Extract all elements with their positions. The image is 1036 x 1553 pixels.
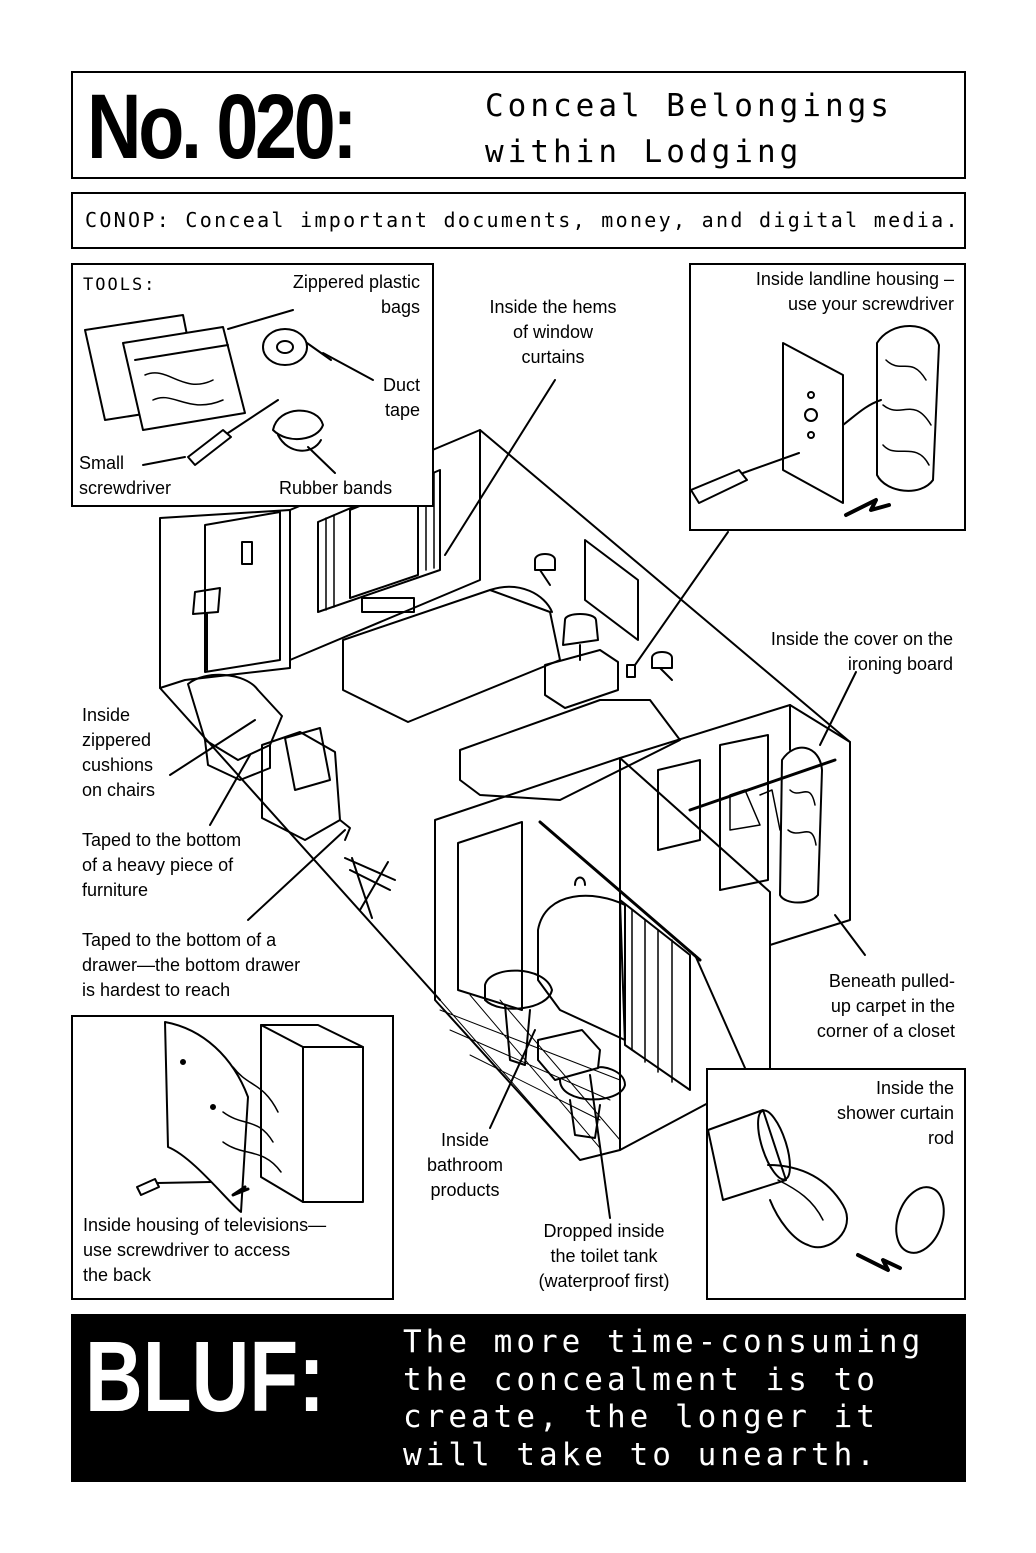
- closet-rod-icon: [688, 758, 837, 812]
- landline-label: Inside landline housing – use your screw…: [755, 269, 954, 314]
- television-panel: Inside housing of televisions— use screw…: [71, 1015, 394, 1300]
- leader-drawer: [247, 829, 346, 921]
- phone-jack-icon: [626, 664, 636, 678]
- bluf-label: BLUF:: [85, 1321, 325, 1433]
- leader-ironing-board: [819, 671, 857, 746]
- title-number: No. 020:: [87, 76, 358, 178]
- screwdriver-icon: [136, 1178, 160, 1196]
- leader-shower-rod: [694, 954, 746, 1069]
- rod-end-cap-icon: [895, 1186, 945, 1254]
- landline-panel: Inside landline housing – use your screw…: [689, 263, 966, 531]
- sink-icon: [484, 969, 553, 1066]
- bag-icon: [767, 1164, 849, 1249]
- ac-unit-icon: [361, 597, 415, 613]
- tools-heading: TOOLS:: [83, 275, 157, 295]
- nightstand-icon: [544, 649, 619, 709]
- shower-curtain-icon: [619, 899, 691, 1091]
- leader-toilet-tank: [589, 1074, 611, 1219]
- closet-shelf-icon: [657, 759, 701, 851]
- sconce-icon: [534, 553, 556, 586]
- wall-picture-icon: [584, 539, 639, 641]
- door-sign-icon: [241, 541, 253, 565]
- hanger-icon: [729, 789, 781, 831]
- leader-duct-tape: [322, 352, 374, 381]
- duct-tape-icon: [262, 328, 308, 366]
- tools-label-bags: Zippered plastic bags: [292, 272, 420, 317]
- arrow-icon: [231, 1185, 250, 1197]
- bluf-text: The more time-consuming the concealment …: [403, 1324, 925, 1473]
- ironing-board-icon: [779, 746, 823, 904]
- callout-cushions: Inside zippered cushions on chairs: [82, 705, 156, 800]
- leader-landline: [634, 531, 729, 666]
- tools-illustration: [84, 309, 374, 474]
- landline-illustration: [691, 325, 940, 517]
- dresser-icon: [261, 731, 341, 841]
- shower-rod-panel: Inside the shower curtain rod: [706, 1068, 966, 1300]
- leader-bags: [227, 309, 294, 330]
- title-panel: No. 020: Conceal Belongings within Lodgi…: [71, 71, 966, 179]
- leader-rubber-bands: [307, 446, 336, 474]
- conop-panel: CONOP: Conceal important documents, mone…: [71, 192, 966, 249]
- callout-toilet-tank: Dropped inside the toilet tank (waterpro…: [538, 1221, 670, 1291]
- leader-window-curtains: [444, 379, 556, 556]
- shower-rod-label: Inside the shower curtain rod: [836, 1078, 954, 1148]
- screwdriver-icon: [691, 469, 748, 504]
- wall-right: [479, 429, 851, 946]
- shower-rod-illustration: [708, 1109, 945, 1272]
- arrow-icon: [856, 1253, 902, 1272]
- rubber-bands-icon: [272, 409, 324, 441]
- armchair-icon: [187, 673, 283, 761]
- leader-bathroom-products: [489, 1029, 536, 1129]
- tv-housing-icon: [260, 1024, 364, 1203]
- arrow-icon: [844, 498, 891, 517]
- leader-heavy-furniture: [209, 754, 251, 826]
- floor-lamp-icon: [192, 587, 221, 671]
- television-label: Inside housing of televisions— use screw…: [83, 1215, 327, 1285]
- callout-window-curtains: Inside the hems of window curtains: [489, 297, 617, 367]
- phone-housing-icon: [876, 325, 940, 492]
- callout-ironing-board: Inside the cover on the ironing board: [770, 629, 953, 674]
- tools-label-screwdriver: Small screwdriver: [79, 453, 172, 498]
- leader-carpet: [834, 914, 866, 956]
- leader-cushions: [169, 719, 256, 776]
- tools-panel: TOOLS: Zippered plastic bags Duct tape S…: [71, 263, 434, 507]
- conop-text: CONOP: Conceal important documents, mone…: [85, 208, 960, 232]
- rod-tube-icon: [708, 1109, 787, 1201]
- title-text: Conceal Belongings within Lodging: [485, 88, 893, 170]
- leader-screwdriver: [142, 456, 186, 466]
- television-illustration: [136, 1021, 364, 1213]
- floor-tiles: [439, 994, 621, 1161]
- shower-rod-icon: [538, 820, 702, 962]
- screwdriver-icon: [187, 429, 232, 466]
- tv-back-panel-icon: [164, 1021, 249, 1213]
- door-icon: [204, 511, 281, 673]
- callout-drawer: Taped to the bottom of a drawer—the bott…: [82, 930, 301, 1000]
- bathroom-walls: [434, 757, 771, 1161]
- tools-label-rubber-bands: Rubber bands: [279, 478, 393, 498]
- bed-icon: [342, 589, 561, 723]
- bathtub-icon: [537, 894, 626, 1041]
- tools-label-duct-tape: Duct tape: [382, 375, 420, 420]
- callout-heavy-furniture: Taped to the bottom of a heavy piece of …: [82, 830, 242, 900]
- wall-plate-icon: [782, 342, 844, 504]
- bluf-panel: BLUF: The more time-consuming the concea…: [71, 1314, 966, 1482]
- callout-carpet: Beneath pulled- up carpet in the corner …: [816, 971, 955, 1041]
- luggage-stand-icon: [344, 857, 396, 919]
- callout-bathroom-products: Inside bathroom products: [426, 1130, 504, 1200]
- table-lamp-icon: [562, 613, 599, 646]
- bathroom-door-icon: [457, 821, 523, 1011]
- wall-left: [159, 509, 291, 689]
